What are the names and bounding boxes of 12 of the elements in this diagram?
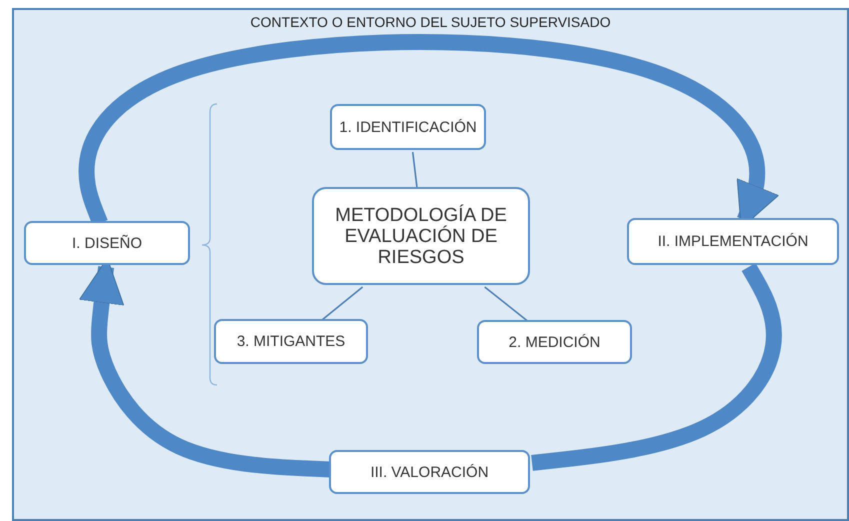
panel-title: CONTEXTO O ENTORNO DEL SUJETO SUPERVISADO	[249, 14, 612, 30]
context-panel	[12, 8, 849, 521]
process-box: I. DISEÑO	[24, 221, 190, 265]
connector-line	[484, 286, 530, 323]
connector-line	[320, 286, 364, 322]
process-box: 1. IDENTIFICACIÓN	[330, 104, 486, 150]
process-box: 2. MEDICIÓN	[477, 320, 632, 364]
connector-line	[412, 152, 418, 190]
center-box: METODOLOGÍA DE EVALUACIÓN DE RIESGOS	[312, 187, 530, 285]
process-box: 3. MITIGANTES	[214, 319, 368, 364]
process-box: III. VALORACIÓN	[329, 450, 530, 494]
process-box: II. IMPLEMENTACIÓN	[627, 218, 839, 265]
